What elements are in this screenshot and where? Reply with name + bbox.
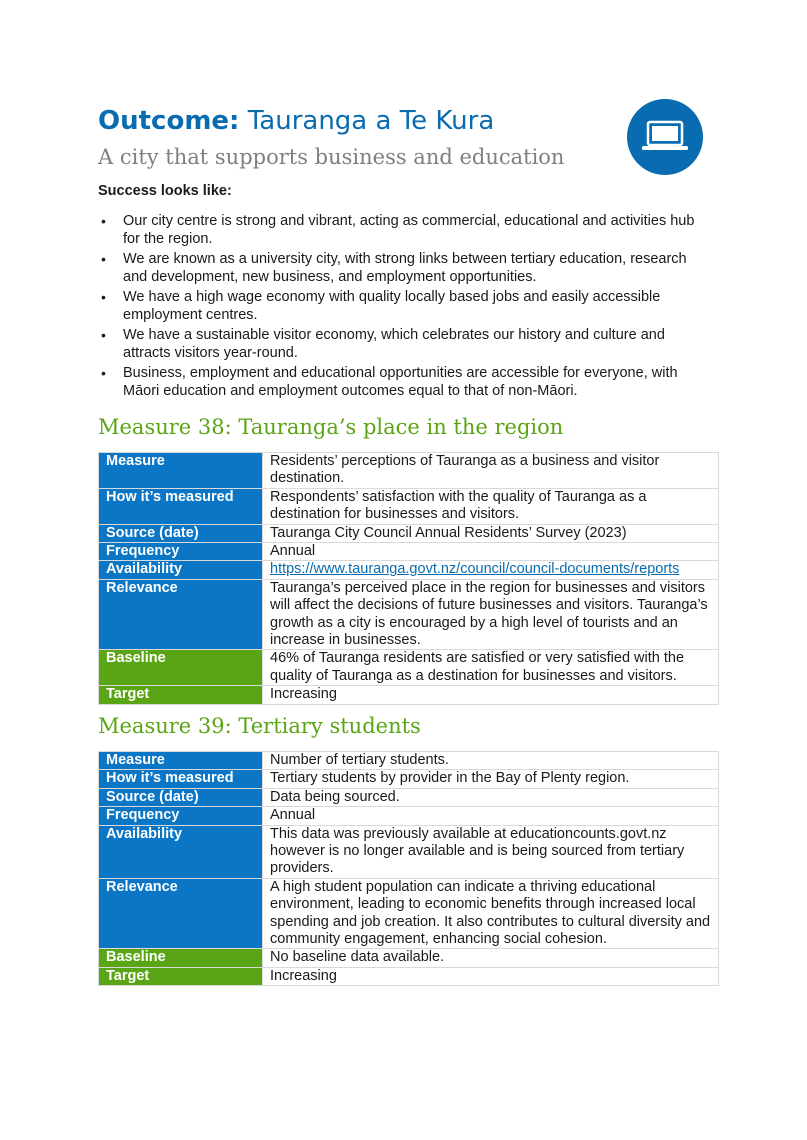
table-row: Frequency Annual: [98, 806, 719, 826]
row-label: Source (date): [98, 523, 263, 544]
table-row: Frequency Annual: [98, 542, 719, 562]
title-bold: Outcome:: [98, 106, 240, 136]
row-value: Tauranga City Council Annual Residents’ …: [262, 523, 719, 544]
row-value: Increasing: [262, 685, 719, 705]
list-item: •We have a high wage economy with qualit…: [101, 289, 661, 323]
table-row: Baseline 46% of Tauranga residents are s…: [98, 649, 719, 687]
table-row: Measure Number of tertiary students.: [98, 750, 719, 771]
list-item: •Business, employment and educational op…: [101, 365, 678, 399]
row-label: Relevance: [98, 578, 263, 651]
row-label: Measure: [98, 750, 263, 771]
bullet-icon: •: [101, 289, 106, 305]
row-label: Source (date): [98, 787, 263, 808]
bullet-icon: •: [101, 251, 106, 267]
table-row: How it’s measured Respondents’ satisfact…: [98, 487, 719, 525]
list-item: •We are known as a university city, with…: [101, 251, 687, 285]
measure-39-table: Measure Number of tertiary students. How…: [98, 750, 719, 987]
bullet-icon: •: [101, 365, 106, 381]
row-value: Annual: [262, 542, 719, 562]
laptop-icon: [627, 99, 703, 175]
row-value: No baseline data available.: [262, 948, 719, 968]
page-title: Outcome: Tauranga a Te Kura: [98, 104, 494, 138]
row-value: Data being sourced.: [262, 787, 719, 808]
row-label: Availability: [98, 824, 263, 879]
success-heading: Success looks like:: [98, 183, 232, 199]
measure-38-heading: Measure 38: Tauranga’s place in the regi…: [98, 415, 564, 439]
row-label: How it’s measured: [98, 769, 263, 789]
row-label: Baseline: [98, 948, 263, 968]
row-value: Tertiary students by provider in the Bay…: [262, 769, 719, 789]
table-row: Source (date) Tauranga City Council Annu…: [98, 523, 719, 544]
row-value: Increasing: [262, 966, 719, 987]
table-row: Relevance A high student population can …: [98, 877, 719, 950]
page-subtitle: A city that supports business and educat…: [98, 145, 565, 169]
title-rest: Tauranga a Te Kura: [239, 106, 495, 136]
row-label: Availability: [98, 560, 263, 580]
bullet-icon: •: [101, 213, 106, 229]
table-row: Source (date) Data being sourced.: [98, 787, 719, 808]
table-row: How it’s measured Tertiary students by p…: [98, 769, 719, 789]
success-list: •Our city centre is strong and vibrant, …: [98, 213, 710, 403]
row-value: A high student population can indicate a…: [262, 877, 719, 950]
row-label: Relevance: [98, 877, 263, 950]
row-label: Frequency: [98, 542, 263, 562]
row-value: 46% of Tauranga residents are satisfied …: [262, 649, 719, 687]
table-row: Relevance Tauranga’s perceived place in …: [98, 578, 719, 651]
row-label: Target: [98, 966, 263, 987]
row-value: Respondents’ satisfaction with the quali…: [262, 487, 719, 525]
row-label: Target: [98, 685, 263, 705]
row-value: Number of tertiary students.: [262, 750, 719, 771]
table-row: Measure Residents’ perceptions of Tauran…: [98, 452, 719, 489]
row-label: How it’s measured: [98, 487, 263, 525]
list-item: •We have a sustainable visitor economy, …: [101, 327, 665, 361]
row-label: Frequency: [98, 806, 263, 826]
row-value: Residents’ perceptions of Tauranga as a …: [262, 452, 719, 489]
measure-39-heading: Measure 39: Tertiary students: [98, 714, 421, 738]
row-value: Annual: [262, 806, 719, 826]
row-value: This data was previously available at ed…: [262, 824, 719, 879]
measure-38-table: Measure Residents’ perceptions of Tauran…: [98, 452, 719, 705]
row-value: Tauranga’s perceived place in the region…: [262, 578, 719, 651]
row-label: Measure: [98, 452, 263, 489]
table-row: Availability This data was previously av…: [98, 824, 719, 879]
table-row: Baseline No baseline data available.: [98, 948, 719, 968]
row-value: https://www.tauranga.govt.nz/council/cou…: [262, 560, 719, 580]
row-label: Baseline: [98, 649, 263, 687]
availability-link[interactable]: https://www.tauranga.govt.nz/council/cou…: [270, 561, 680, 578]
list-item: •Our city centre is strong and vibrant, …: [101, 213, 695, 247]
table-row: Target Increasing: [98, 685, 719, 705]
bullet-icon: •: [101, 327, 106, 343]
table-row: Target Increasing: [98, 966, 719, 987]
table-row: Availability https://www.tauranga.govt.n…: [98, 560, 719, 580]
